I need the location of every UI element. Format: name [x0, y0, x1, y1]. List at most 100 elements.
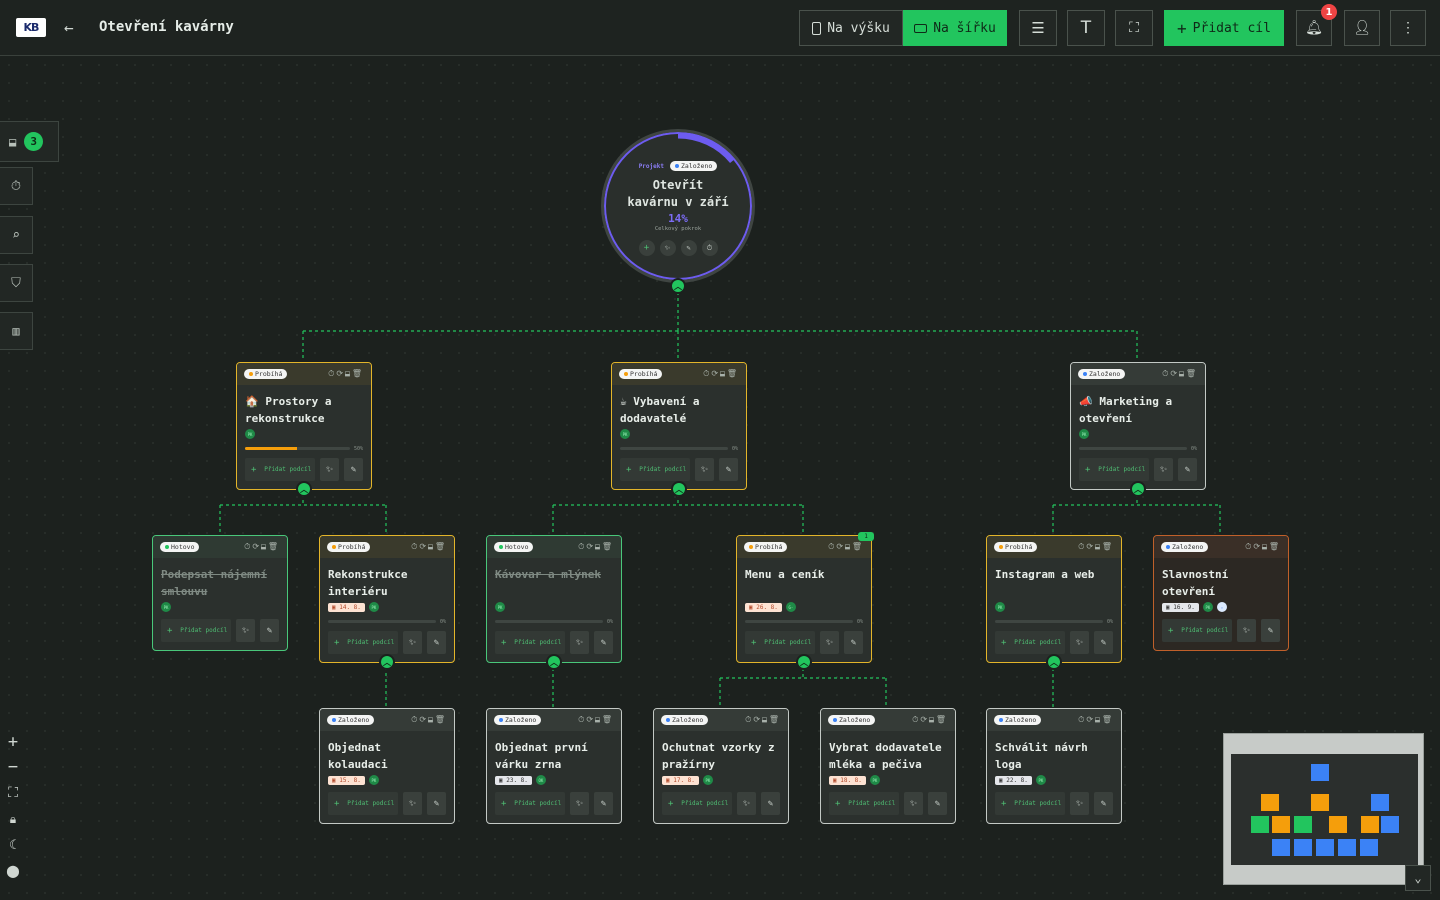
edit-pencil-icon[interactable]: ✎ — [1094, 631, 1113, 654]
add-subgoal-button[interactable]: +Přidat podcíl — [995, 631, 1065, 654]
goal-card[interactable]: Založeno⏱︎⟳⬓🗑︎Vybrat dodavatele mléka a … — [820, 708, 956, 824]
add-subgoal-button[interactable]: +Přidat podcíl — [328, 792, 398, 815]
add-subgoal-button[interactable]: +Přidat podcíl — [495, 792, 565, 815]
ai-wand-icon[interactable]: ✨︎ — [820, 631, 839, 654]
minimap-toggle-button[interactable]: ⌄ — [1405, 865, 1431, 891]
ai-wand-icon[interactable]: ✨︎ — [737, 792, 756, 815]
app-logo[interactable]: KB — [16, 18, 46, 37]
minimap[interactable] — [1223, 733, 1424, 885]
add-subgoal-button[interactable]: +Přidat podcíl — [245, 458, 315, 481]
collapse-toggle[interactable]: ︿ — [546, 654, 562, 670]
ai-wand-icon[interactable]: ✨︎ — [236, 619, 255, 642]
card-actions-icons[interactable]: ⏱︎⟳⬓🗑︎ — [1245, 542, 1281, 551]
text-toggle-button[interactable]: T — [1067, 10, 1105, 46]
goal-card[interactable]: Založeno⏱︎⟳⬓🗑︎Objednat první várku zrna▣… — [486, 708, 622, 824]
root-goal-node[interactable]: Projekt Založeno Otevřít kavárnu v září … — [601, 129, 755, 283]
collapse-toggle[interactable]: ︿ — [671, 481, 687, 497]
card-actions-icons[interactable]: ⏱︎⟳⬓🗑︎ — [1078, 542, 1114, 551]
edit-pencil-icon[interactable]: ✎ — [928, 792, 947, 815]
add-subgoal-button[interactable]: +Přidat podcíl — [662, 792, 732, 815]
edit-pencil-icon[interactable]: ✎ — [427, 631, 446, 654]
ai-wand-icon[interactable]: ✨︎ — [1070, 631, 1089, 654]
ai-wand-icon[interactable]: ✨︎ — [695, 458, 714, 481]
root-add-icon[interactable]: + — [638, 240, 655, 256]
landscape-layout-button[interactable]: Na šířku — [903, 10, 1007, 46]
edit-pencil-icon[interactable]: ✎ — [427, 792, 446, 815]
zoom-in-button[interactable]: + — [0, 729, 26, 755]
profile-button[interactable]: 👤︎ — [1344, 10, 1380, 46]
ai-wand-icon[interactable]: ✨︎ — [1070, 792, 1089, 815]
dark-mode-button[interactable]: ☾ — [0, 832, 26, 858]
add-subgoal-button[interactable]: +Přidat podcíl — [161, 619, 231, 642]
add-subgoal-button[interactable]: +Přidat podcíl — [328, 631, 398, 654]
goal-card[interactable]: Založeno⏱︎⟳⬓🗑︎Ochutnat vzorky z pražírny… — [653, 708, 789, 824]
edit-pencil-icon[interactable]: ✎ — [344, 458, 363, 481]
ai-wand-icon[interactable]: ✨︎ — [403, 792, 422, 815]
fullscreen-button[interactable]: ⛶ — [1115, 10, 1153, 46]
zoom-out-button[interactable]: − — [0, 754, 26, 780]
edit-pencil-icon[interactable]: ✎ — [594, 792, 613, 815]
collapse-toggle[interactable]: ︿ — [1130, 481, 1146, 497]
card-actions-icons[interactable]: ⏱︎⟳⬓🗑︎ — [328, 369, 364, 378]
goal-card[interactable]: Založeno⏱︎⟳⬓🗑︎Schválit návrh loga▣ 22. 8… — [986, 708, 1122, 824]
card-actions-icons[interactable]: ⏱︎⟳⬓🗑︎ — [828, 542, 864, 551]
edit-pencil-icon[interactable]: ✎ — [844, 631, 863, 654]
collapse-toggle[interactable]: ︿ — [296, 481, 312, 497]
lock-button[interactable]: 🔒︎ — [0, 806, 26, 832]
theme-button[interactable]: ⬤ — [0, 858, 26, 884]
more-menu-button[interactable]: ⋮ — [1390, 10, 1426, 46]
card-actions-icons[interactable]: ⏱︎⟳⬓🗑︎ — [1162, 369, 1198, 378]
add-subgoal-button[interactable]: +Přidat podcíl — [745, 631, 815, 654]
add-subgoal-button[interactable]: +Přidat podcíl — [1079, 458, 1149, 481]
fit-view-button[interactable]: ⛶ — [0, 780, 26, 806]
card-actions-icons[interactable]: ⏱︎⟳⬓🗑︎ — [244, 542, 280, 551]
add-subgoal-button[interactable]: +Přidat podcíl — [1162, 619, 1232, 642]
portrait-layout-button[interactable]: Na výšku — [799, 10, 903, 46]
edit-pencil-icon[interactable]: ✎ — [1261, 619, 1280, 642]
ai-wand-icon[interactable]: ✨︎ — [904, 792, 923, 815]
root-timer-icon[interactable]: ⏱︎ — [701, 240, 718, 256]
filter-button[interactable]: ⛉ — [0, 264, 33, 302]
add-subgoal-button[interactable]: +Přidat podcíl — [620, 458, 690, 481]
edit-pencil-icon[interactable]: ✎ — [1094, 792, 1113, 815]
back-arrow-icon[interactable]: ← — [64, 18, 74, 37]
root-ai-icon[interactable]: ✨︎ — [659, 240, 676, 256]
card-actions-icons[interactable]: ⏱︎⟳⬓🗑︎ — [411, 715, 447, 724]
edit-pencil-icon[interactable]: ✎ — [260, 619, 279, 642]
list-view-button[interactable]: ☰ — [1019, 10, 1057, 46]
ai-wand-icon[interactable]: ✨︎ — [403, 631, 422, 654]
card-actions-icons[interactable]: ⏱︎⟳⬓🗑︎ — [578, 715, 614, 724]
card-actions-icons[interactable]: ⏱︎⟳⬓🗑︎ — [578, 542, 614, 551]
card-actions-icons[interactable]: ⏱︎⟳⬓🗑︎ — [703, 369, 739, 378]
goal-card[interactable]: Probíhá⏱︎⟳⬓🗑︎Rekonstrukce interiéru▣ 14.… — [319, 535, 455, 663]
card-actions-icons[interactable]: ⏱︎⟳⬓🗑︎ — [411, 542, 447, 551]
ai-wand-icon[interactable]: ✨︎ — [320, 458, 339, 481]
collapse-toggle[interactable]: ︿ — [796, 654, 812, 670]
search-button[interactable]: ⌕ — [0, 216, 33, 254]
add-goal-button[interactable]: + Přidat cíl — [1164, 10, 1284, 46]
root-edit-icon[interactable]: ✎ — [680, 240, 697, 256]
edit-pencil-icon[interactable]: ✎ — [1178, 458, 1197, 481]
goal-card[interactable]: Založeno⏱︎⟳⬓🗑︎Objednat kolaudaci▣ 15. 8.… — [319, 708, 455, 824]
edit-pencil-icon[interactable]: ✎ — [761, 792, 780, 815]
add-subgoal-button[interactable]: +Přidat podcíl — [829, 792, 899, 815]
collapse-toggle[interactable]: ︿ — [379, 654, 395, 670]
ai-wand-icon[interactable]: ✨︎ — [1237, 619, 1256, 642]
card-actions-icons[interactable]: ⏱︎⟳⬓🗑︎ — [1078, 715, 1114, 724]
add-subgoal-button[interactable]: +Přidat podcíl — [995, 792, 1065, 815]
timer-button[interactable]: ⏱︎ — [0, 167, 33, 205]
edit-pencil-icon[interactable]: ✎ — [594, 631, 613, 654]
goal-card[interactable]: Probíhá⏱︎⟳⬓🗑︎Menu a ceník▣ 26. 8.G-0%+Př… — [736, 535, 872, 663]
collapse-toggle[interactable]: ︿ — [1046, 654, 1062, 670]
card-actions-icons[interactable]: ⏱︎⟳⬓🗑︎ — [912, 715, 948, 724]
add-subgoal-button[interactable]: +Přidat podcíl — [495, 631, 565, 654]
ai-wand-icon[interactable]: ✨︎ — [1154, 458, 1173, 481]
ai-wand-icon[interactable]: ✨︎ — [570, 631, 589, 654]
inbox-button[interactable]: ⬓ 3 — [0, 121, 59, 162]
goal-card[interactable]: Založeno⏱︎⟳⬓🗑︎Slavnostní otevření▣ 16. 9… — [1153, 535, 1289, 651]
